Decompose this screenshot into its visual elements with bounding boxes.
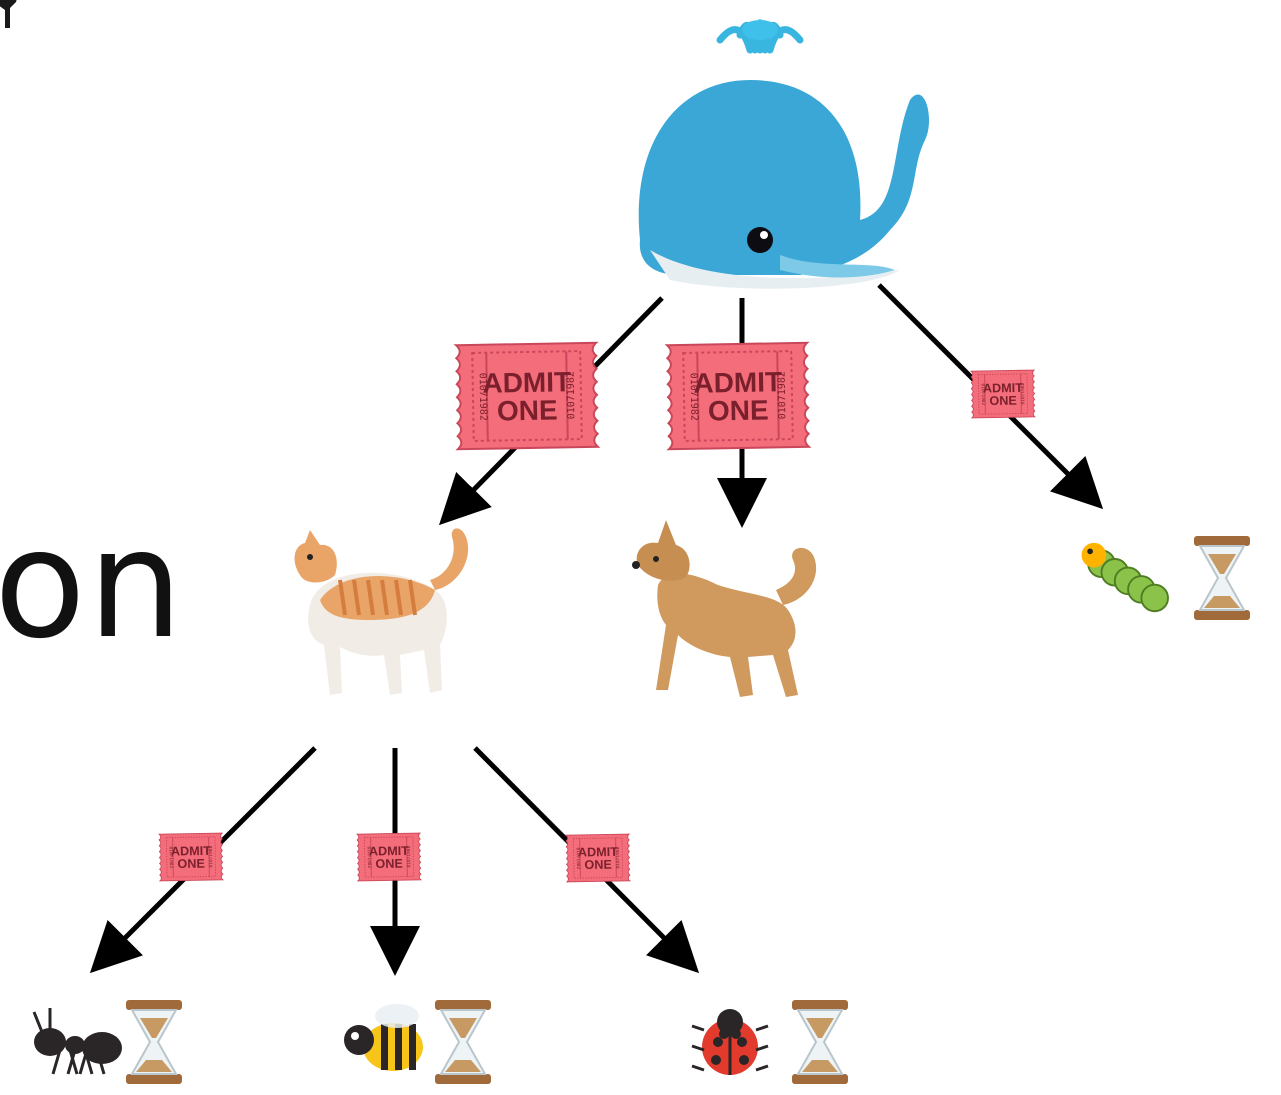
text-fragment: on bbox=[0, 498, 185, 672]
ticket-label: ONE bbox=[375, 857, 403, 871]
ladybug-icon bbox=[691, 1009, 769, 1075]
dog-icon bbox=[632, 520, 817, 697]
ticket-label: ADMIT bbox=[578, 845, 618, 860]
caterpillar-icon bbox=[1081, 542, 1169, 613]
ticket-label: ONE bbox=[989, 394, 1017, 408]
ticket-label: ONE bbox=[708, 394, 769, 426]
ticket-label: ADMIT bbox=[983, 381, 1023, 396]
hourglass-icon bbox=[435, 1000, 491, 1084]
svg-text:01071982: 01071982 bbox=[1020, 382, 1026, 404]
hourglass-icon bbox=[126, 1000, 182, 1084]
ant-icon bbox=[32, 1008, 122, 1075]
ticket-label: ONE bbox=[497, 394, 558, 426]
svg-text:01071982: 01071982 bbox=[477, 373, 489, 421]
svg-text:01071982: 01071982 bbox=[980, 383, 986, 405]
hourglass-icon bbox=[1194, 536, 1250, 620]
ticket-label: ADMIT bbox=[171, 844, 211, 859]
hourglass-icon bbox=[792, 1000, 848, 1084]
svg-text:01071982: 01071982 bbox=[777, 371, 789, 419]
ticket-label: ONE bbox=[584, 858, 612, 872]
svg-text:01071982: 01071982 bbox=[366, 846, 372, 868]
bee-icon bbox=[344, 1004, 423, 1071]
whale-icon bbox=[638, 19, 930, 289]
svg-text:01071982: 01071982 bbox=[208, 845, 214, 867]
svg-text:01071982: 01071982 bbox=[406, 845, 412, 867]
ticket-label: ONE bbox=[177, 857, 205, 871]
svg-text:01071982: 01071982 bbox=[566, 371, 578, 419]
ticket-label: ADMIT bbox=[693, 366, 782, 399]
ticket-label: ADMIT bbox=[482, 366, 571, 399]
svg-text:01071982: 01071982 bbox=[575, 847, 581, 869]
svg-text:01071982: 01071982 bbox=[168, 846, 174, 868]
ticket-label: ADMIT bbox=[369, 844, 409, 859]
svg-text:01071982: 01071982 bbox=[688, 373, 700, 421]
water-spout bbox=[716, 19, 804, 54]
cat-icon bbox=[294, 528, 469, 695]
text-fragment-top bbox=[0, 0, 20, 36]
svg-text:01071982: 01071982 bbox=[615, 846, 621, 868]
